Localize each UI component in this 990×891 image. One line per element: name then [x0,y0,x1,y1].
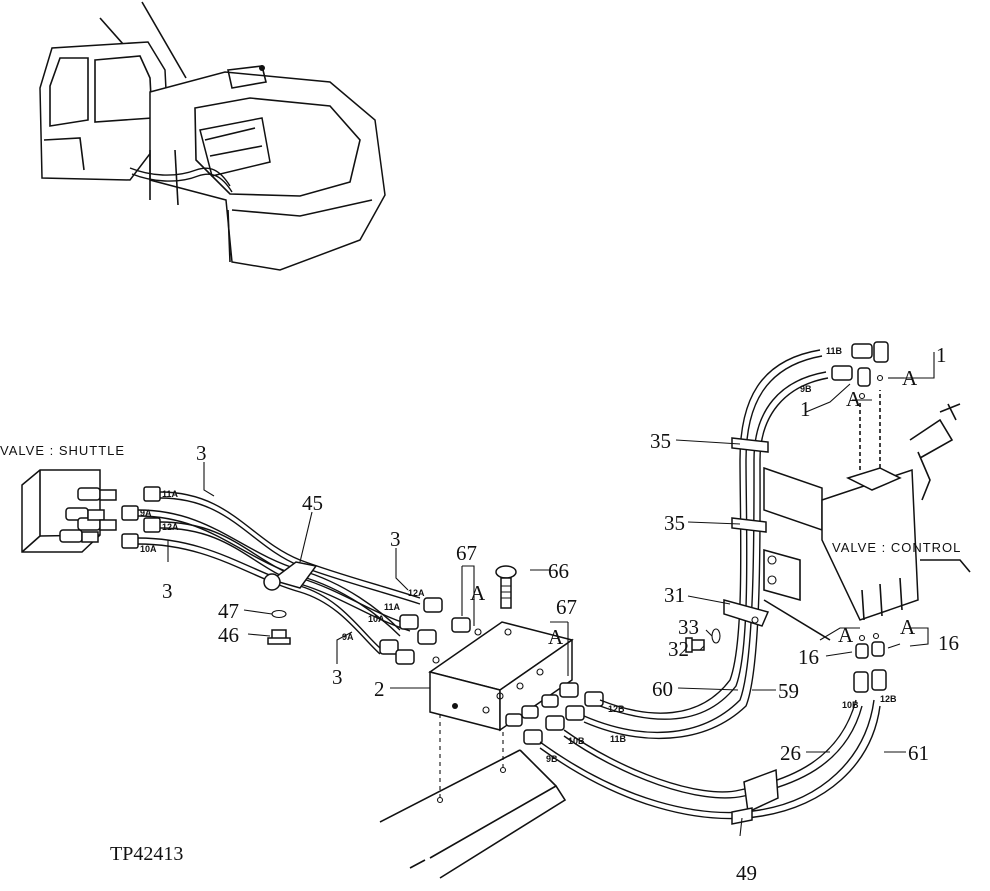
port-marker-a: A [838,623,854,647]
oring-33 [711,628,721,644]
part-label-66: 66 [548,559,569,583]
captions: VALVE : SHUTTLE VALVE : CONTROL TP42413 [0,443,961,865]
hose-tag-11b: 11B [610,734,627,744]
excavator-overview [39,1,386,271]
clamp-35-lower [731,517,767,533]
hose-tag-12b: 12B [608,704,625,714]
port-marker-a: A [900,615,916,639]
hose-tag-10a: 10A [368,614,385,624]
hose-tag-9a: 9A [342,632,354,642]
port-markers: A A A A A A [470,366,918,649]
part-label-60: 60 [652,677,673,701]
part-label-46: 46 [218,623,239,647]
hose-tag-10b: 10B [568,736,585,746]
part-label-35: 35 [664,511,685,535]
caption-valve-control: VALVE : CONTROL [832,540,961,555]
hose-tags: 11A 9A 12A 10A 12A 11A 10A 9A 12B 11B 10… [140,346,897,764]
port-marker-a: A [902,366,918,390]
part-label-33: 33 [678,615,699,639]
leader-lines [167,352,935,837]
manifold-block [428,621,574,804]
control-valve-fittings-top [831,341,889,400]
part-label-49: 49 [736,861,757,885]
part-label-16: 16 [798,645,819,669]
part-label-16: 16 [938,631,959,655]
bolt-46 [267,629,291,645]
part-label-47: 47 [218,599,239,623]
hose-tag-12b: 12B [880,694,897,704]
part-label-1: 1 [800,397,811,421]
clamp-45 [263,561,318,591]
part-label-45: 45 [302,491,323,515]
washer-47 [271,609,287,619]
hose-tag-10a: 10A [140,544,157,554]
control-valve [763,390,971,641]
part-label-2: 2 [374,677,385,701]
block-fittings-left [379,597,482,665]
control-valve-fittings-bottom [853,632,887,693]
caption-valve-shuttle: VALVE : SHUTTLE [0,443,125,458]
part-label-1: 1 [936,343,947,367]
part-label-3: 3 [390,527,401,551]
block-fittings-right [482,668,604,745]
hose-tag-9b: 9B [800,384,812,394]
hose-tag-12a: 12A [408,588,425,598]
part-label-67: 67 [556,595,577,619]
part-label-35: 35 [650,429,671,453]
part-label-3: 3 [162,579,173,603]
part-number-labels: 1 1 2 3 3 3 3 16 16 26 31 32 33 35 35 45… [162,343,959,885]
shuttle-valve [21,469,161,553]
clamp-49 [731,768,779,825]
mounting-rail [379,749,567,879]
bolt-32 [685,637,705,653]
clamp-31 [723,599,770,627]
clamp-35-upper [731,437,769,453]
hose-tag-11b: 11B [826,346,843,356]
part-label-67: 67 [456,541,477,565]
part-label-61: 61 [908,741,929,765]
hose-tag-12a: 12A [162,522,179,532]
hose-tag-9b: 9B [546,754,558,764]
part-label-59: 59 [778,679,799,703]
bolt-66 [495,565,517,609]
port-marker-a: A [548,625,564,649]
port-marker-a: A [846,387,862,411]
hose-tag-11a: 11A [384,602,401,612]
hose-tag-9a: 9A [140,508,152,518]
part-label-26: 26 [780,741,801,765]
drawing-id: TP42413 [110,843,183,865]
hose-tag-10b: 10B [842,700,859,710]
port-marker-a: A [470,581,486,605]
part-label-32: 32 [668,637,689,661]
part-label-3: 3 [196,441,207,465]
hose-tag-11a: 11A [162,489,179,499]
hose-bundle-right [539,349,881,820]
part-label-3: 3 [332,665,343,689]
part-label-31: 31 [664,583,685,607]
